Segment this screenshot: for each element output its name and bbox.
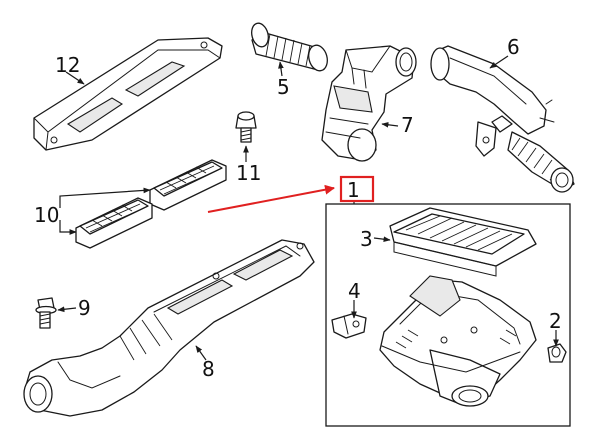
callout-7: 7: [401, 113, 414, 137]
callout-4: 4: [348, 279, 361, 303]
part-6-air-duct: [430, 45, 575, 193]
callout-10: 10: [34, 203, 59, 227]
part-12-intake-plate: [33, 37, 223, 151]
highlight-box: [339, 175, 375, 203]
leader-lines: [57, 55, 559, 361]
callout-5: 5: [277, 75, 290, 99]
assembly-frame: [325, 203, 571, 427]
part-10-grilles: [75, 159, 227, 249]
part-9-flange-bolt: [35, 297, 57, 329]
callout-6: 6: [507, 35, 520, 59]
callout-1: 1: [347, 178, 360, 202]
part-7-duct: [321, 45, 417, 162]
callout-12: 12: [55, 53, 80, 77]
part-3-air-filter: [389, 207, 537, 277]
highlight-arrow: [207, 184, 335, 213]
part-5-corrugated-hose: [251, 22, 328, 72]
callout-11: 11: [236, 161, 261, 185]
callout-3: 3: [360, 227, 373, 251]
part-2-grommet: [547, 343, 567, 363]
callout-8: 8: [202, 357, 215, 381]
callout-2: 2: [549, 309, 562, 333]
part-1-air-cleaner-housing: [379, 275, 537, 407]
callout-9: 9: [78, 296, 91, 320]
part-4-sensor: [331, 313, 367, 339]
part-8-intake-duct: [23, 239, 315, 417]
part-11-bolt: [235, 111, 257, 143]
callout-labels: 1 2 3 4 5 6 7 8 9 10 11 12: [34, 35, 562, 381]
